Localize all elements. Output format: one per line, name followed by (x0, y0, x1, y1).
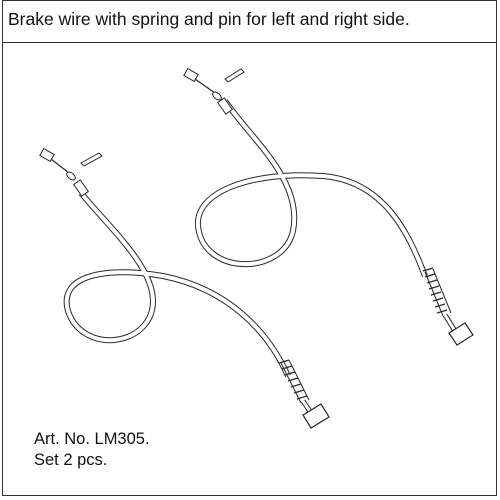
brake-wire-illustration (39, 67, 474, 429)
pin-icon (80, 152, 103, 167)
caption: Art. No. LM305. Set 2 pcs. (34, 429, 150, 471)
barrel-end-left (302, 403, 330, 429)
brake-wire-left (39, 147, 330, 429)
pin-icon (224, 68, 245, 83)
barrel-end-right (448, 322, 474, 346)
header-bar: Brake wire with spring and pin for left … (3, 1, 496, 43)
brake-wire-right (183, 67, 474, 346)
cable-end-left (39, 147, 55, 163)
spring-icon (278, 359, 310, 404)
set-quantity: Set 2 pcs. (34, 451, 108, 469)
cable-left-outer (63, 191, 291, 378)
ferrule-left (66, 171, 76, 181)
cable-end-right (183, 67, 199, 83)
ferrule-right (212, 91, 222, 101)
cable-right-inner (195, 99, 427, 277)
page-title: Brake wire with spring and pin for left … (8, 9, 410, 29)
spring-icon (422, 267, 452, 317)
cable-left-inner (64, 191, 290, 377)
article-number: Art. No. LM305. (34, 430, 150, 448)
